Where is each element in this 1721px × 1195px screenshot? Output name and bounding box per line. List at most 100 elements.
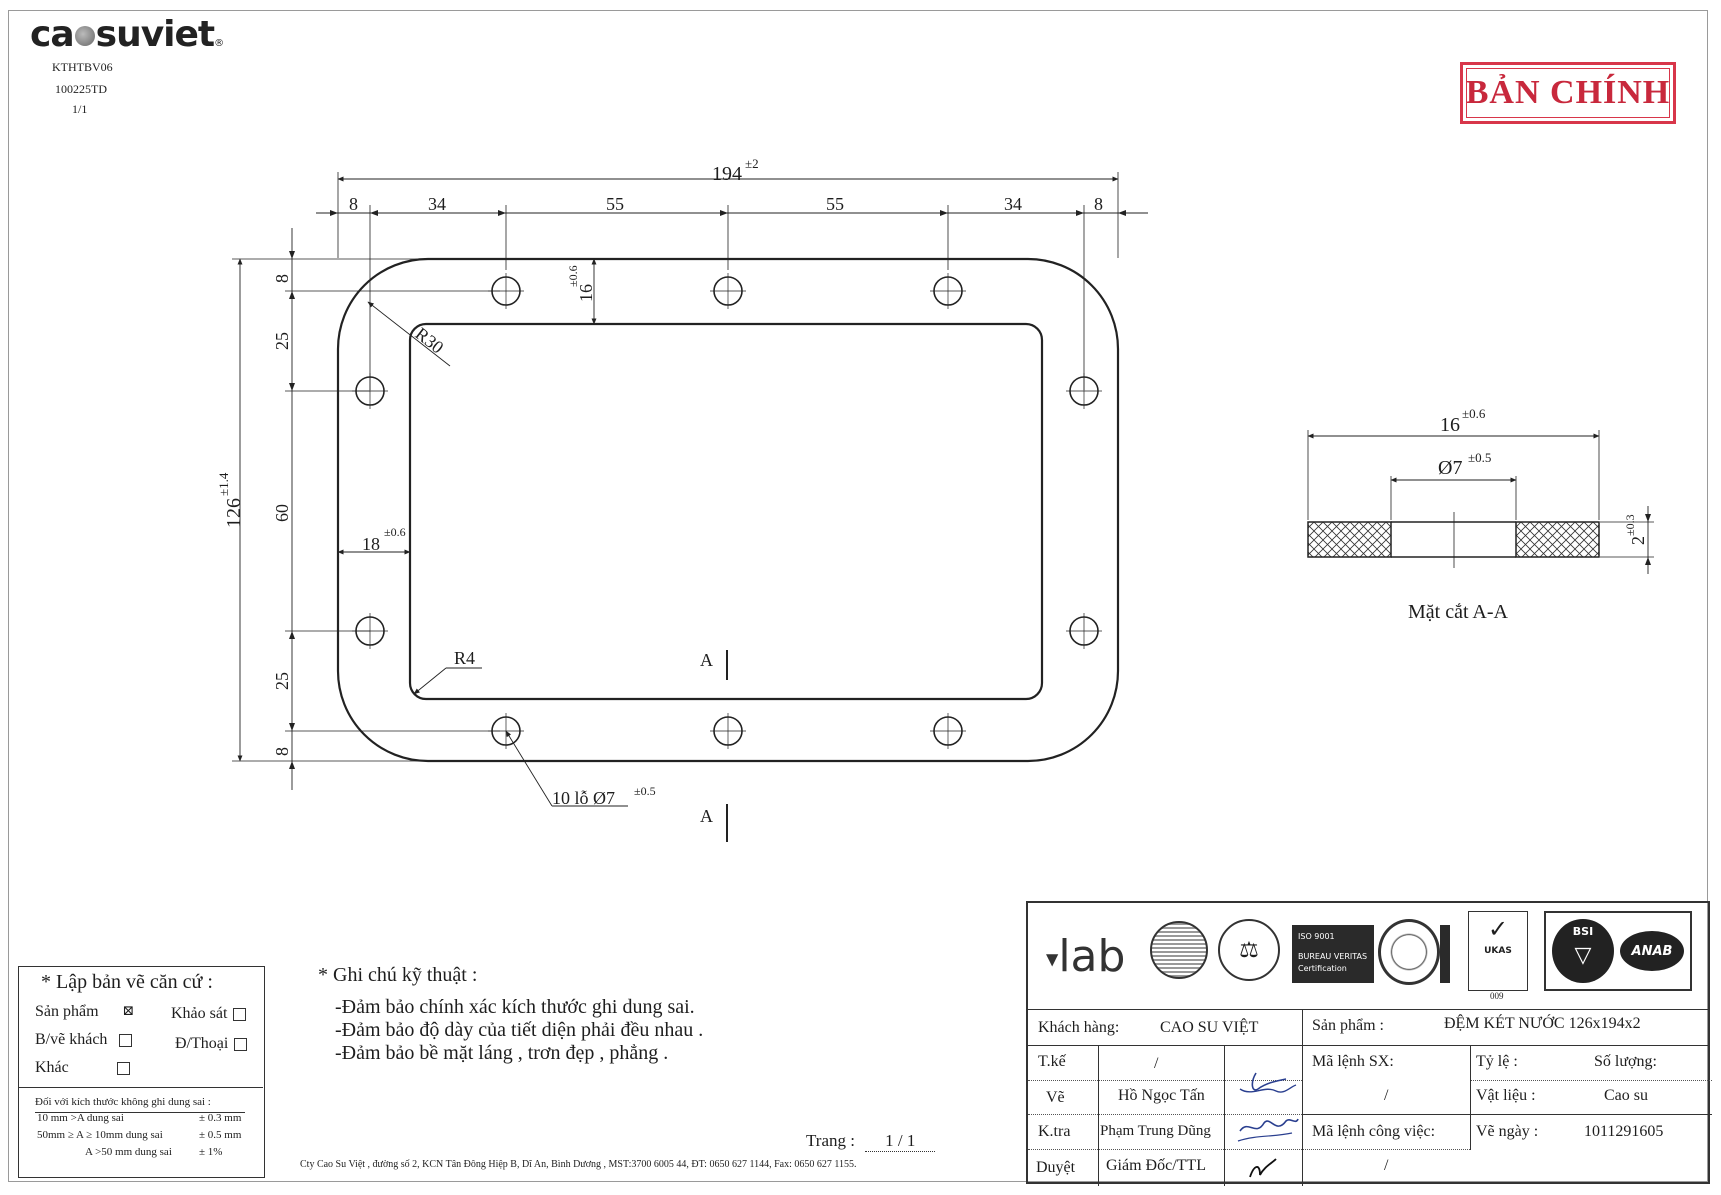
basis-title: * Lập bản vẽ căn cứ :: [41, 971, 213, 993]
bureau-veritas-seal-icon: [1378, 919, 1440, 985]
logo-dot-icon: [74, 26, 95, 46]
bolt-hole-7: [1066, 613, 1102, 649]
gasket-outer-outline: [336, 257, 1120, 763]
note-line-1: -Đảm bảo chính xác kích thước ghi dung s…: [335, 996, 695, 1018]
checkbox-icon[interactable]: [119, 1033, 133, 1047]
section-marker-bottom: A: [700, 806, 713, 826]
lab-logo: ▼lab: [1046, 931, 1126, 982]
section-width-tol: ±0.6: [1462, 406, 1486, 421]
bolt-hole-2: [710, 273, 746, 309]
section-hatch-left: [1307, 521, 1392, 558]
dim-top-segment-5: 34: [1004, 194, 1022, 214]
customer-value: CAO SU VIỆT: [1160, 1019, 1259, 1036]
ukas-badge: ✓ UKAS: [1468, 911, 1528, 991]
dim-overall-width-tol: ±2: [745, 156, 759, 171]
dim-inner-radius: R4: [454, 648, 475, 668]
sheet-border: [8, 10, 1708, 1182]
basis-bve-khach: B/vẽ khách: [35, 1031, 133, 1049]
approve-value: Giám Đốc/TTL: [1106, 1157, 1206, 1174]
dim-left-segment-2: 25: [272, 332, 292, 350]
section-thickness: 2: [1628, 536, 1648, 545]
check-value: Phạm Trung Dũng: [1100, 1123, 1211, 1139]
scale-label: Tỷ lệ :: [1476, 1053, 1518, 1070]
dim-flange-top: 16: [576, 284, 596, 302]
dim-overall-height: 126: [223, 498, 245, 528]
product-value: ĐỆM KÉT NƯỚC 126x194x2: [1444, 1015, 1641, 1032]
basis-khac: Khác: [35, 1059, 130, 1077]
customer-label: Khách hàng:: [1038, 1019, 1120, 1036]
note-line-3: -Đảm bảo bề mặt láng , trơn đẹp , phẳng …: [335, 1042, 669, 1064]
signatures: [1237, 1072, 1299, 1178]
dim-overall-height-tol: ±1.4: [216, 472, 231, 496]
anab-logo: ANAB: [1620, 931, 1684, 971]
section-hole: Ø7: [1438, 457, 1462, 479]
dim-flange-side-tol: ±0.6: [384, 525, 406, 539]
section-width: 16: [1440, 414, 1460, 436]
doc-date: 100225TD: [55, 82, 107, 96]
ukas-number: 009: [1490, 991, 1504, 1001]
design-value: /: [1154, 1055, 1159, 1072]
tolerance-row-3: A >50 mm dung sai: [85, 1146, 172, 1158]
dim-holes-tol: ±0.5: [634, 784, 656, 798]
ilac-mra-icon: [1150, 921, 1208, 979]
title-block: ▼lab ⚖ ISO 9001 BUREAU VERITAS Certifica…: [1026, 901, 1712, 1186]
original-stamp: BẢN CHÍNH: [1460, 62, 1676, 124]
dim-left-segment-3: 60: [272, 504, 292, 522]
material-label: Vật liệu :: [1476, 1087, 1536, 1104]
production-order-value: /: [1384, 1087, 1389, 1104]
section-hole-tol: ±0.5: [1468, 450, 1491, 465]
gasket-inner-outline: [408, 322, 1044, 701]
quantity-label: Số lượng:: [1594, 1053, 1657, 1070]
tolerance-box: Đối với kích thước không ghi dung sai : …: [19, 1087, 263, 1178]
drawn-label: Vẽ: [1046, 1089, 1065, 1106]
bolt-hole-3: [930, 273, 966, 309]
dim-flange-side: 18: [362, 534, 380, 554]
material-value: Cao su: [1604, 1087, 1648, 1104]
dim-top-segment-3: 55: [606, 194, 624, 214]
dim-outer-radius: R30: [412, 323, 448, 357]
design-label: T.kế: [1038, 1053, 1066, 1070]
checkbox-icon[interactable]: [234, 1037, 248, 1051]
section-thickness-tol: ±0.3: [1623, 514, 1637, 536]
checked-box-icon[interactable]: ⊠: [122, 1003, 135, 1019]
tolerance-row-1: [35, 1112, 245, 1113]
notes-title: * Ghi chú kỹ thuật :: [318, 964, 478, 986]
company-footer: Cty Cao Su Việt , đường số 2, KCN Tân Đô…: [300, 1159, 857, 1170]
badge-edge: [1440, 925, 1450, 983]
note-line-2: -Đảm bảo độ dày của tiết diện phải đều n…: [335, 1019, 704, 1041]
crown-check-icon: ✓: [1487, 915, 1509, 943]
tolerance-row-2: 50mm ≥ A ≥ 10mm dung sai: [37, 1129, 163, 1141]
accreditation-seal-icon: ⚖: [1218, 919, 1280, 981]
dim-flange-top-tol: ±0.6: [566, 265, 580, 287]
checkbox-icon[interactable]: [116, 1061, 130, 1075]
approve-label: Duyệt: [1036, 1159, 1076, 1176]
section-view: [1307, 430, 1654, 574]
work-order-value: /: [1384, 1157, 1389, 1174]
drawn-value: Hồ Ngọc Tấn: [1118, 1087, 1205, 1104]
checkbox-icon[interactable]: [233, 1007, 247, 1021]
section-hatch-right: [1515, 521, 1600, 558]
bolt-hole-10: [930, 713, 966, 749]
work-order-label: Mã lệnh công việc:: [1312, 1123, 1436, 1140]
doc-page: 1/1: [72, 102, 88, 116]
bsi-anab-badge: BSI▽ ANAB: [1544, 911, 1692, 991]
bsi-kitemark-icon: BSI▽: [1552, 919, 1614, 983]
bolt-hole-9: [710, 713, 746, 749]
section-marker-top: A: [700, 650, 713, 670]
basis-dthoai: Đ/Thoại: [175, 1035, 248, 1053]
draw-date-value: 1011291605: [1584, 1123, 1664, 1140]
tolerance-title: Đối với kích thước không ghi dung sai :: [35, 1096, 211, 1108]
product-label: Sản phẩm :: [1312, 1017, 1384, 1034]
doc-code: KTHTBV06: [52, 60, 113, 74]
dim-holes: 10 lỗ Ø7: [552, 788, 615, 808]
dim-overall-width: 194: [712, 163, 742, 185]
dim-left-segment-4: 25: [272, 672, 292, 690]
dim-top-segment-2: 34: [428, 194, 446, 214]
basis-san-pham: Sản phẩm ⊠: [35, 1003, 135, 1020]
production-order-label: Mã lệnh SX:: [1312, 1053, 1394, 1070]
dim-top-segment-1: 8: [349, 194, 358, 214]
page-number: Trang : 1 / 1: [806, 1131, 936, 1152]
section-caption: Mặt cắt A-A: [1408, 601, 1509, 623]
